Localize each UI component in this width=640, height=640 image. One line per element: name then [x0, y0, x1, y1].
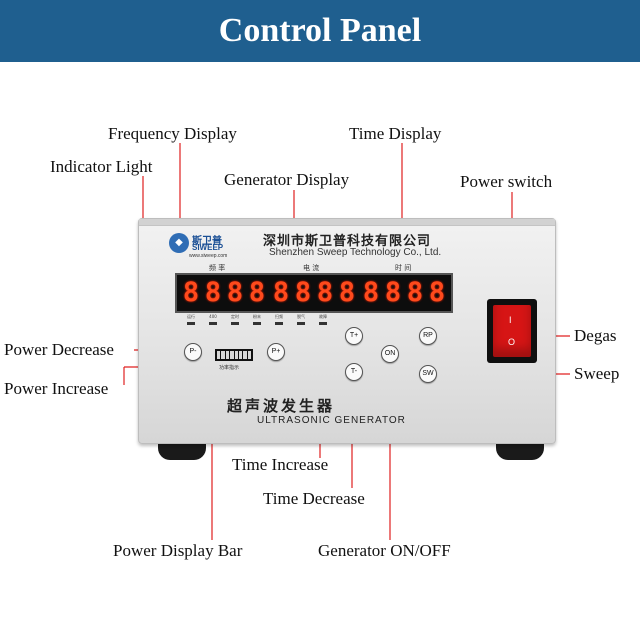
indicator-label: 定时 — [231, 314, 239, 319]
power-bar-segment — [243, 351, 247, 359]
power-bar-segment — [234, 351, 238, 359]
power-bar-segment — [225, 351, 230, 359]
brand-url: www.siweep.com — [189, 253, 228, 259]
indicator-light: 定时 — [223, 314, 247, 325]
power-switch: I O — [487, 299, 537, 363]
power-display-bar — [215, 349, 253, 361]
indicator-label: 运行 — [187, 314, 195, 319]
indicator-light: 400 — [201, 314, 225, 325]
seven-segment-display: 8 8 8 8 8 8 8 8 8 8 8 8 — [175, 273, 453, 313]
indicator-label: 故障 — [319, 314, 327, 319]
segment-digit: 8 — [272, 277, 290, 308]
indicator-light: 运行 — [179, 314, 203, 325]
current-label: 电 流 — [303, 264, 320, 272]
power-bar-segment — [238, 351, 243, 359]
brand-name-en: SIWEEP — [192, 243, 224, 252]
sweep-callout: Sweep — [574, 364, 620, 383]
indicator-light: 脱气 — [289, 314, 313, 325]
degas-callout: Degas — [574, 326, 617, 345]
switch-off-symbol: O — [508, 337, 516, 347]
indicator-light-callout: Indicator Light — [50, 157, 153, 176]
sweep-button[interactable]: SW — [419, 365, 437, 383]
power-switch-callout: Power switch — [460, 172, 553, 191]
time-increase-callout: Time Increase — [232, 455, 329, 474]
power-bar-label: 功率指示 — [219, 365, 240, 371]
company-name-cn: 深圳市斯卫普科技有限公司 — [263, 234, 432, 249]
time-increase-button[interactable]: T+ — [345, 327, 363, 345]
indicator-label: 扫频 — [275, 314, 283, 319]
indicator-led-icon — [297, 322, 305, 325]
switch-on-symbol: I — [509, 315, 512, 325]
time-decrease-callout: Time Decrease — [263, 489, 365, 508]
header-banner: Control Panel — [0, 0, 640, 62]
generator-on-off-button[interactable]: ON — [381, 345, 399, 363]
indicator-led-icon — [231, 322, 239, 325]
generator-display-callout: Generator Display — [224, 170, 350, 189]
indicator-led-icon — [319, 322, 327, 325]
device-top-edge — [139, 219, 555, 226]
indicator-label: 粉末 — [253, 314, 261, 319]
generator-on-off-callout: Generator ON/OFF — [318, 541, 451, 560]
power-bar-segment — [221, 351, 225, 359]
power-decrease-callout: Power Decrease — [4, 340, 114, 359]
indicator-label: 400 — [209, 314, 217, 319]
segment-digit: 8 — [294, 277, 312, 308]
frequency-display-callout: Frequency Display — [108, 124, 237, 143]
power-bar-segment — [217, 351, 221, 359]
product-name-cn: 超声波发生器 — [227, 397, 336, 415]
segment-digit: 8 — [338, 277, 356, 308]
ultrasonic-generator-panel: ◆ 斯卫普 SIWEEP www.siweep.com 深圳市斯卫普科技有限公司… — [138, 218, 556, 444]
time-label: 时 间 — [395, 264, 412, 272]
frequency-display: 8 8 8 8 — [181, 279, 267, 307]
indicator-led-icon — [187, 322, 195, 325]
indicator-led-icon — [275, 322, 283, 325]
page-title: Control Panel — [218, 12, 422, 49]
indicator-led-icon — [209, 322, 217, 325]
segment-digit: 8 — [428, 277, 446, 308]
power-increase-button[interactable]: P+ — [267, 343, 285, 361]
power-switch-rocker[interactable]: I O — [493, 305, 531, 357]
indicator-label: 脱气 — [297, 314, 305, 319]
indicator-light: 粉末 — [245, 314, 269, 325]
generator-display: 8 8 8 8 — [271, 279, 357, 307]
indicator-lights: 运行 400 定时 粉末 扫频 脱气 故障 — [179, 314, 439, 332]
power-bar-segment — [230, 351, 234, 359]
time-display-callout: Time Display — [349, 124, 442, 143]
segment-digit: 8 — [316, 277, 334, 308]
segment-digit: 8 — [204, 277, 222, 308]
power-decrease-button[interactable]: P- — [184, 343, 202, 361]
power-bar-segment — [247, 351, 251, 359]
brand-name-cn: 斯卫普 — [192, 236, 222, 247]
segment-digit: 8 — [248, 277, 266, 308]
time-decrease-button[interactable]: T- — [345, 363, 363, 381]
product-name-en: ULTRASONIC GENERATOR — [257, 415, 406, 426]
power-display-bar-callout: Power Display Bar — [113, 541, 243, 560]
segment-digit: 8 — [406, 277, 424, 308]
segment-digit: 8 — [226, 277, 244, 308]
indicator-led-icon — [253, 322, 261, 325]
company-name-en: Shenzhen Sweep Technology Co., Ltd. — [269, 247, 442, 258]
frequency-label: 频 率 — [209, 264, 226, 272]
degas-button[interactable]: RP — [419, 327, 437, 345]
indicator-light: 故障 — [311, 314, 335, 325]
segment-digit: 8 — [362, 277, 380, 308]
segment-digit: 8 — [182, 277, 200, 308]
segment-digit: 8 — [384, 277, 402, 308]
indicator-light: 扫频 — [267, 314, 291, 325]
power-increase-callout: Power Increase — [4, 379, 109, 398]
time-display: 8 8 8 8 — [361, 279, 447, 307]
siweep-logo-icon: ◆ — [169, 233, 189, 253]
